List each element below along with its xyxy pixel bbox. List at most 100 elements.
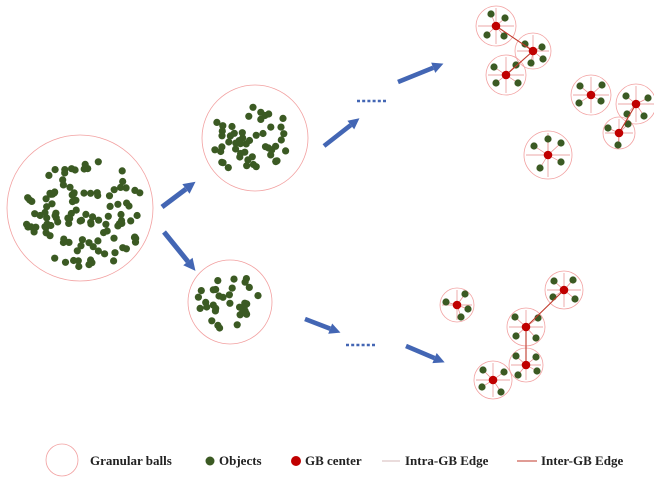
small-granular-ball [570, 74, 612, 116]
gb-center-dot [559, 285, 569, 295]
object-dot [272, 157, 280, 165]
object-dot [73, 247, 81, 255]
gb-center-dot [488, 375, 498, 385]
object-dot [75, 262, 83, 271]
object-dot [245, 136, 254, 145]
arrow-bottom-dots-to-subballs [405, 343, 445, 364]
object-dot [59, 181, 67, 189]
object-dot [50, 189, 59, 197]
legend-gb-center-icon [291, 456, 301, 466]
object-dot [511, 313, 519, 321]
object-dot [478, 383, 486, 391]
object-dot [479, 366, 487, 374]
object-dot [197, 287, 205, 295]
object-dot [539, 55, 547, 63]
object-dot [45, 171, 53, 179]
small-granular-balls [439, 5, 654, 400]
object-dot [490, 63, 498, 71]
object-dot [268, 146, 276, 154]
object-dot [110, 257, 118, 265]
lower-ball-circle [187, 259, 273, 345]
object-dot [51, 254, 59, 262]
object-dot [464, 305, 472, 313]
object-dot [277, 123, 285, 131]
object-dot [604, 124, 612, 132]
object-dot [640, 112, 648, 120]
object-dot [87, 218, 95, 226]
object-dot [214, 321, 222, 329]
object-dot [106, 202, 114, 210]
object-dot [557, 158, 565, 166]
big-ball-circle [6, 134, 154, 282]
object-dot [243, 162, 251, 170]
object-dot [42, 195, 50, 203]
object-dot [261, 111, 269, 120]
legend-inter-edge-label: Inter-GB Edge [541, 453, 623, 468]
object-dot [93, 189, 101, 197]
object-dot [249, 160, 257, 169]
arrow-big-to-upper [160, 181, 196, 209]
small-ball-circle [602, 116, 636, 150]
object-dot [614, 141, 622, 149]
object-dot [544, 135, 552, 143]
object-dot [279, 114, 287, 122]
object-dot [532, 334, 540, 342]
object-dot [226, 299, 234, 307]
object-dot [31, 210, 39, 218]
object-dot [48, 200, 56, 208]
object-dot [102, 220, 110, 228]
object-dot [74, 257, 82, 265]
small-ball-circle [485, 54, 527, 96]
lower-ball-objects [194, 275, 262, 332]
object-dot [236, 153, 244, 161]
object-dot [65, 238, 73, 246]
object-dot [219, 159, 227, 167]
object-dot [203, 303, 211, 311]
object-dot [196, 304, 204, 312]
object-dot [442, 298, 450, 306]
object-dot [117, 216, 126, 225]
object-dot [241, 278, 249, 286]
object-dot [230, 275, 238, 283]
object-dot [215, 292, 223, 300]
object-dot [119, 177, 127, 186]
object-dot [575, 99, 583, 107]
object-dot [238, 129, 246, 137]
arrow-big-to-lower [162, 230, 196, 271]
upper-ball-objects [211, 103, 290, 172]
big-ball-objects [23, 158, 144, 271]
object-dot [282, 147, 290, 155]
object-dot [51, 212, 59, 220]
object-dot [61, 166, 69, 174]
object-dot [110, 234, 118, 242]
object-dot [23, 220, 31, 228]
object-dot [122, 184, 130, 192]
legend-object-icon [205, 456, 215, 466]
object-dot [70, 189, 78, 197]
object-dot [41, 208, 49, 217]
object-dot [461, 290, 469, 298]
object-dot [95, 216, 103, 224]
object-dot [225, 291, 233, 299]
object-dot [500, 368, 508, 376]
object-dot [536, 164, 544, 172]
arrow-upper-to-dots [322, 118, 360, 148]
object-dot [89, 213, 97, 221]
object-dot [217, 147, 225, 156]
small-ball-circle [544, 270, 584, 310]
small-ball-circle [514, 32, 552, 70]
object-dot [236, 303, 244, 311]
object-dot [530, 142, 538, 150]
legend-intra-edge-label: Intra-GB Edge [405, 453, 489, 468]
legend: Granular balls Objects GB center Intra-G… [45, 443, 623, 477]
object-dot [527, 59, 535, 67]
object-dot [66, 214, 74, 223]
object-dot [94, 247, 102, 255]
object-dot [219, 122, 227, 130]
object-dot [47, 221, 55, 230]
object-dot [483, 31, 491, 39]
object-dot [598, 81, 606, 89]
object-dot [94, 237, 102, 245]
object-dot [254, 292, 262, 300]
object-dot [87, 256, 95, 264]
